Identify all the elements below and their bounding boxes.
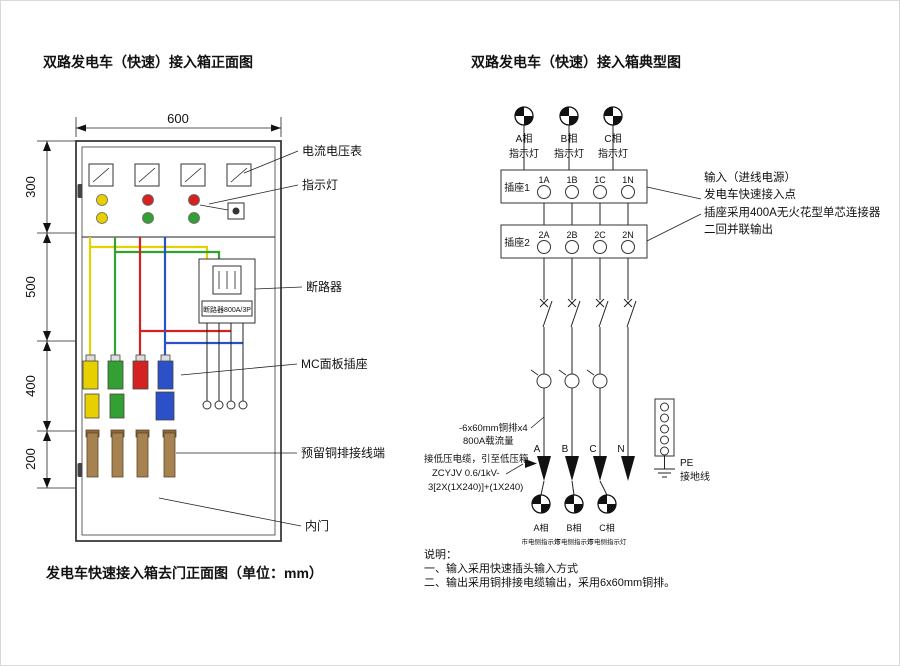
input-note-3: 插座采用400A无火花型单芯连接器 bbox=[704, 205, 881, 219]
door-hinge-top bbox=[77, 184, 83, 198]
busbar-annotations: -6x60mm铜排x4 800A载流量 接低压电缆，引至低压箱 ZCYJV 0.… bbox=[424, 416, 545, 493]
input-notes: 输入（进线电源） 发电车快速接入点 插座采用400A无火花型单芯连接器 二回并联… bbox=[704, 170, 881, 236]
left-title: 双路发电车（快速）接入箱正面图 bbox=[43, 54, 253, 70]
phase-letters: A B C N bbox=[534, 444, 625, 455]
cable-arrow-icon bbox=[525, 459, 537, 468]
terminal-1b: 1B bbox=[566, 175, 577, 185]
mains-lamp-b-label: 市电侧指示灯 bbox=[555, 537, 595, 546]
dimension-heights: 300 500 400 200 bbox=[23, 140, 85, 489]
lamp-a-icon bbox=[514, 106, 534, 126]
lamp-b-label: 指示灯 bbox=[554, 147, 584, 160]
phase-lines bbox=[530, 258, 637, 456]
socket-1: 插座1 1A 1B 1C 1N bbox=[500, 169, 648, 204]
busbar-note-1: -6x60mm铜排x4 bbox=[459, 422, 528, 434]
phase-letter-c: C bbox=[589, 444, 596, 455]
terminal-1c: 1C bbox=[594, 175, 606, 185]
breaker-output-terminals bbox=[202, 323, 248, 410]
terminal-2n: 2N bbox=[622, 230, 634, 240]
ground-label: 接地线 bbox=[680, 470, 710, 483]
panel-meters bbox=[88, 163, 252, 187]
label-breaker: 断路器 bbox=[306, 279, 342, 294]
phase-letter-a: A bbox=[534, 444, 541, 455]
terminal-1n: 1N bbox=[622, 175, 634, 185]
lamp-a-label: 指示灯 bbox=[509, 147, 539, 160]
label-mc-socket: MC面板插座 bbox=[301, 356, 368, 371]
lamp-c-phase: C相 bbox=[604, 132, 621, 145]
note-item-1: 一、输入采用快速插头输入方式 bbox=[424, 561, 578, 575]
lamp-b-phase: B相 bbox=[561, 132, 578, 145]
notes-block: 说明： 一、输入采用快速插头输入方式 二、输出采用铜排接电缆输出，采用6x60m… bbox=[424, 547, 675, 589]
dim-width-label: 600 bbox=[167, 111, 189, 126]
cable-note-3: 3[2X(1X240)]+(1X240) bbox=[428, 482, 523, 493]
dim-height-400: 400 bbox=[23, 375, 38, 397]
socket-2-name: 插座2 bbox=[504, 236, 530, 249]
mains-lamp-c-phase: C相 bbox=[599, 522, 615, 533]
generator-indicator-lamps: A相 指示灯 B相 指示灯 C相 指示灯 bbox=[509, 106, 628, 170]
input-note-1: 输入（进线电源） bbox=[704, 170, 796, 184]
dim-height-500: 500 bbox=[23, 276, 38, 298]
phase-letter-n: N bbox=[617, 444, 624, 455]
terminal-2b: 2B bbox=[566, 230, 577, 240]
leader-socket1 bbox=[646, 186, 702, 200]
lug-lamp-link-c bbox=[599, 480, 608, 496]
cabinet-body bbox=[75, 140, 282, 542]
mains-lamp-c-label: 市电侧指示灯 bbox=[588, 537, 628, 546]
mains-lamp-a-phase: A相 bbox=[533, 522, 548, 533]
lamp-c-label: 指示灯 bbox=[598, 147, 628, 160]
pe-terminal: PE 接地线 bbox=[654, 398, 710, 483]
mc-panel-sockets bbox=[82, 354, 175, 421]
mains-lamp-b-phase: B相 bbox=[566, 522, 581, 533]
label-copper-terminal: 预留铜排接线端 bbox=[301, 445, 385, 460]
label-inner-door: 内门 bbox=[305, 518, 329, 533]
mains-lamp-a-label: 市电侧指示灯 bbox=[522, 537, 562, 546]
cable-note-1: 接低压电缆，引至低压箱 bbox=[424, 453, 529, 465]
breaker-tag: 断路器800A/3P bbox=[203, 305, 251, 314]
dim-height-200: 200 bbox=[23, 448, 38, 470]
mains-lamp-b-icon bbox=[564, 494, 584, 514]
terminal-2c: 2C bbox=[594, 230, 606, 240]
input-note-4: 二回并联输出 bbox=[704, 222, 773, 236]
label-meter: 电流电压表 bbox=[302, 144, 362, 158]
lamp-c-icon bbox=[603, 106, 623, 126]
socket-1-name: 插座1 bbox=[504, 181, 530, 194]
terminal-1a: 1A bbox=[538, 175, 549, 185]
panel-indicator-lights bbox=[96, 194, 245, 224]
mains-lamp-a-icon bbox=[531, 494, 551, 514]
note-item-2: 二、输出采用铜排接电缆输出，采用6x60mm铜排。 bbox=[424, 575, 675, 589]
busbar-note-2: 800A载流量 bbox=[463, 435, 514, 447]
cable-note-2: ZCYJV 0.6/1kV- bbox=[432, 468, 500, 479]
copper-busbar-terminals bbox=[85, 429, 177, 478]
terminal-2a: 2A bbox=[538, 230, 549, 240]
mains-lamp-c-icon bbox=[597, 494, 617, 514]
cable-lugs bbox=[537, 456, 635, 481]
circuit-breaker: 断路器800A/3P bbox=[198, 258, 256, 324]
panel-wiring bbox=[88, 237, 243, 359]
lug-lamp-link-b bbox=[571, 480, 575, 496]
leader-socket2 bbox=[646, 213, 702, 242]
input-note-2: 发电车快速接入点 bbox=[704, 187, 796, 201]
notes-title: 说明： bbox=[424, 547, 457, 561]
dimension-width: 600 bbox=[75, 111, 282, 137]
lug-lamp-link-a bbox=[540, 480, 545, 496]
label-indicator: 指示灯 bbox=[302, 177, 338, 192]
mains-indicator-lamps: A相 B相 C相 市电侧指示灯 市电侧指示灯 市电侧指示灯 bbox=[522, 494, 628, 546]
dim-height-300: 300 bbox=[23, 176, 38, 198]
socket-2: 插座2 2A 2B 2C 2N bbox=[500, 224, 648, 259]
phase-letter-b: B bbox=[562, 444, 569, 455]
lamp-b-icon bbox=[559, 106, 579, 126]
left-callouts: 电流电压表 指示灯 断路器 MC面板插座 预留铜排接线端 内门 bbox=[158, 144, 385, 533]
door-hinge-bottom bbox=[77, 463, 83, 477]
right-title: 双路发电车（快速）接入箱典型图 bbox=[471, 54, 681, 70]
lamp-a-phase: A相 bbox=[516, 132, 533, 145]
left-caption: 发电车快速接入箱去门正面图（单位：mm） bbox=[45, 565, 323, 581]
pe-label: PE bbox=[680, 458, 694, 469]
